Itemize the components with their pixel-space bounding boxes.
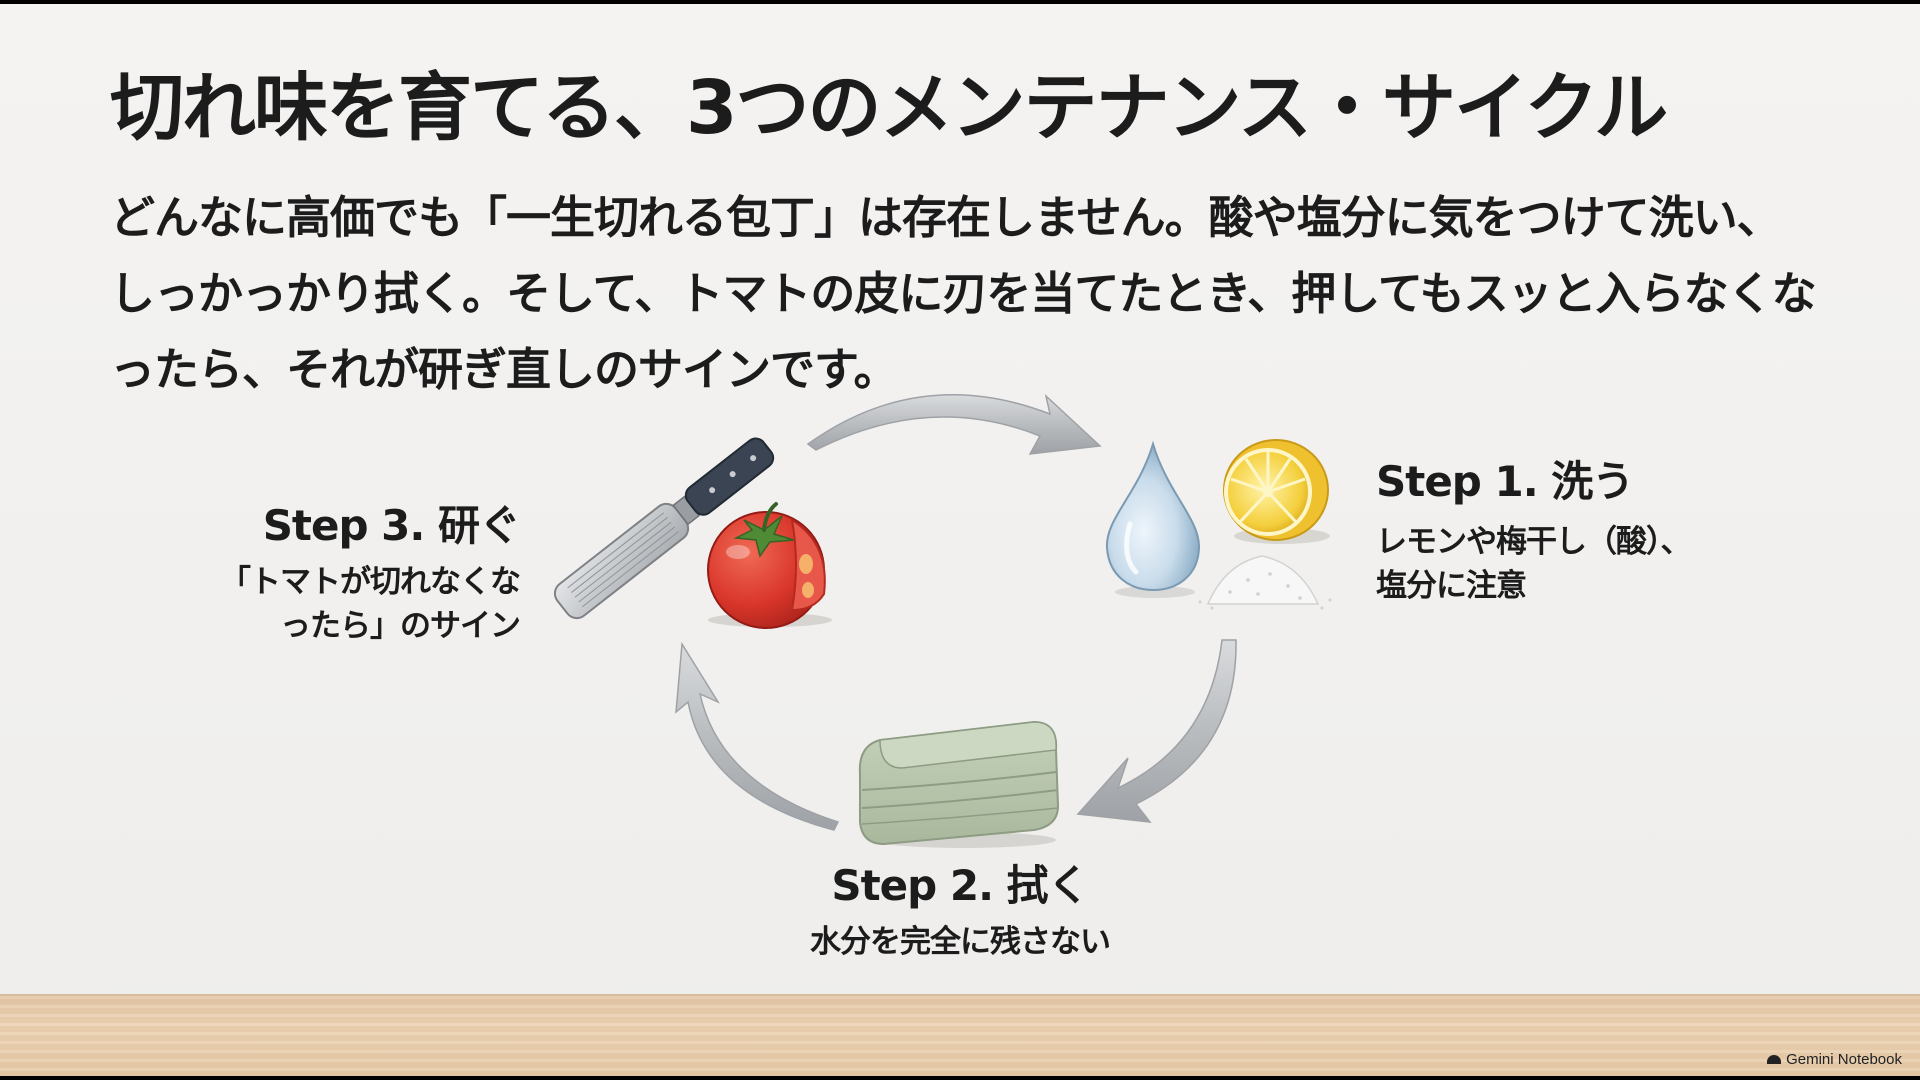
slide-lead-text: どんなに高価でも「一生切れる包丁」は存在しません。酸や塩分に気をつけて洗い、しっ…	[110, 191, 1817, 396]
step2-description: 水分を完全に残さない	[810, 924, 1111, 960]
step1-title: Step 1. 洗う	[1376, 457, 1634, 506]
wooden-table-surface	[0, 994, 1920, 1076]
step2-title: Step 2. 拭く	[831, 861, 1089, 910]
slide: 切れ味を育てる、3つのメンテナンス・サイクル どんなに高価でも「一生切れる包丁」…	[0, 4, 1920, 1076]
notebook-logo-icon	[1767, 1055, 1782, 1064]
slide-title: 切れ味を育てる、3つのメンテナンス・サイクル	[110, 65, 1668, 151]
watermark-label: Gemini Notebook	[1786, 1051, 1902, 1068]
tomato-icon	[707, 502, 832, 629]
salt-icon	[1198, 555, 1332, 610]
water-drop-icon	[1105, 440, 1201, 598]
arrow-left	[675, 641, 840, 831]
towel-icon	[858, 720, 1060, 848]
watermark: Gemini Notebook	[1767, 1051, 1902, 1068]
arrow-top	[806, 393, 1102, 455]
lemon-icon	[1223, 439, 1330, 544]
step1-description: レモンや梅干し（酸）、 塩分に注意	[1376, 524, 1692, 604]
maintenance-cycle-diagram	[553, 393, 1332, 848]
knife-sharpener-icon	[553, 437, 775, 620]
arrow-right	[1076, 639, 1237, 823]
step3-description: 「トマトが切れなくな ったら」のサイン	[220, 564, 521, 644]
step3-title: Step 3. 研ぐ	[262, 501, 521, 550]
